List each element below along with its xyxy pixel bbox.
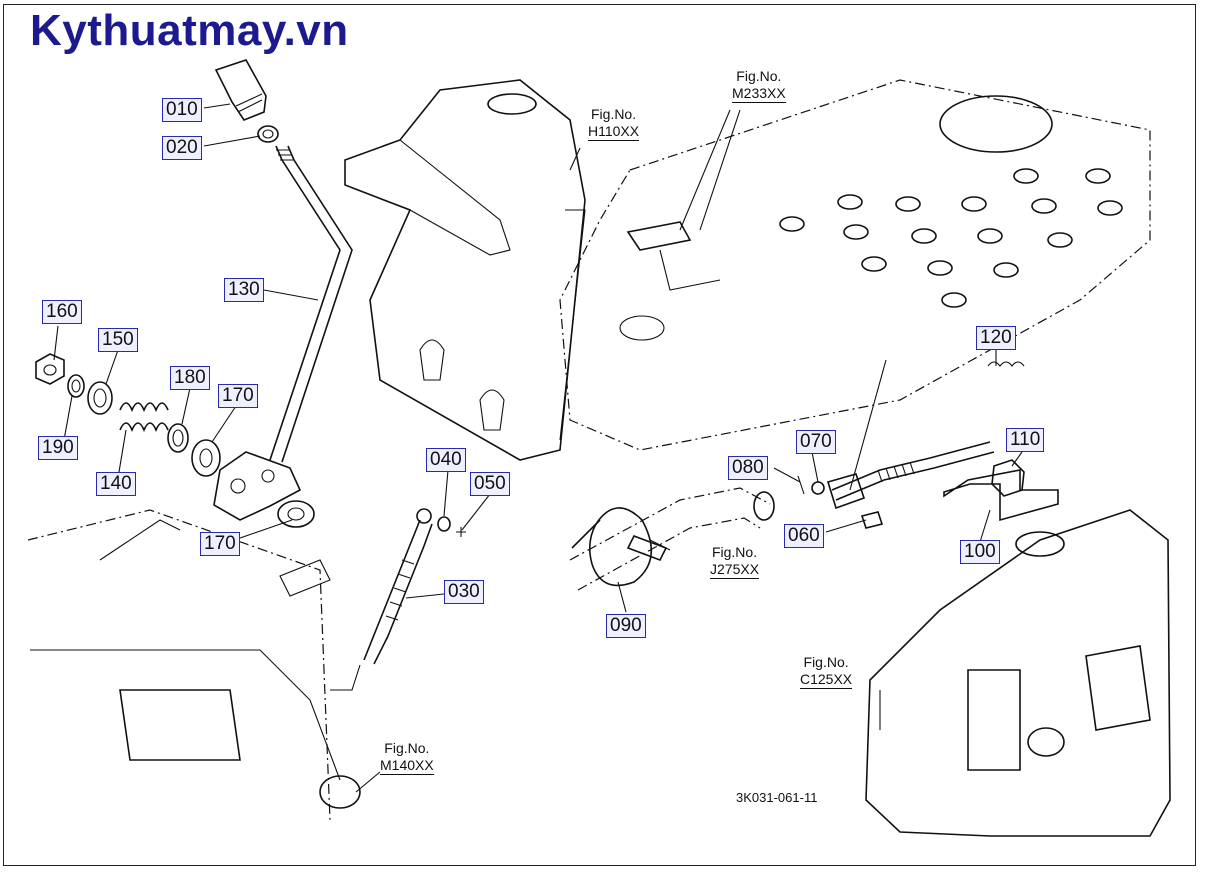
part-label-070[interactable]: 070 <box>796 430 836 454</box>
part-label-060[interactable]: 060 <box>784 524 824 548</box>
part-label-030[interactable]: 030 <box>444 580 484 604</box>
fig-ref-number: M233XX <box>732 85 786 103</box>
fig-ref-number: H110XX <box>588 123 640 141</box>
transmission-case <box>865 509 1171 837</box>
hose-clamp <box>571 507 668 587</box>
fig-ref-h110[interactable]: Fig.No. H110XX <box>588 106 640 141</box>
part-label-120[interactable]: 120 <box>976 326 1016 350</box>
shift-lever <box>213 145 353 521</box>
fig-ref-label: Fig.No. <box>736 68 782 84</box>
fig-ref-number: M140XX <box>380 757 434 775</box>
fig-ref-label: Fig.No. <box>803 654 849 670</box>
part-label-190[interactable]: 190 <box>38 436 78 460</box>
brand-logo: Kythuatmay.vn <box>30 6 349 55</box>
part-label-180[interactable]: 180 <box>170 366 210 390</box>
fig-ref-c125[interactable]: Fig.No. C125XX <box>800 654 853 689</box>
fig-ref-m140[interactable]: Fig.No. M140XX <box>380 740 434 775</box>
control-cable <box>330 508 466 691</box>
part-label-110[interactable]: 110 <box>1006 428 1045 452</box>
part-label-150[interactable]: 150 <box>98 328 138 352</box>
console-cover <box>344 79 586 461</box>
diagram-frame <box>3 4 1196 866</box>
part-label-020[interactable]: 020 <box>162 136 202 160</box>
part-label-160[interactable]: 160 <box>42 300 82 324</box>
part-label-090[interactable]: 090 <box>606 614 646 638</box>
fig-ref-label: Fig.No. <box>711 544 758 560</box>
clevis-rod <box>797 359 1025 529</box>
fig-ref-label: Fig.No. <box>590 106 637 122</box>
fig-ref-number: J275XX <box>710 561 760 579</box>
part-label-050[interactable]: 050 <box>470 472 510 496</box>
fig-ref-m233[interactable]: Fig.No. M233XX <box>732 68 786 103</box>
document-code: 3K031-061-11 <box>736 790 818 805</box>
lock-nut <box>257 125 279 143</box>
part-label-170-upper[interactable]: 170 <box>218 384 258 408</box>
part-label-130[interactable]: 130 <box>224 278 264 302</box>
part-label-170-lower[interactable]: 170 <box>200 532 240 556</box>
cable-bracket <box>943 459 1059 522</box>
part-label-140[interactable]: 140 <box>96 472 136 496</box>
part-label-040[interactable]: 040 <box>426 448 466 472</box>
left-frame <box>27 509 361 821</box>
fig-ref-label: Fig.No. <box>384 740 430 756</box>
part-label-080[interactable]: 080 <box>728 456 768 480</box>
spring-stack <box>35 353 315 528</box>
fig-ref-j275[interactable]: Fig.No. J275XX <box>710 544 760 579</box>
leader-lines <box>53 103 1023 793</box>
floor-platform <box>559 79 1151 451</box>
grommet-grid <box>779 168 1123 308</box>
fuel-pipe <box>569 487 775 591</box>
shift-knob <box>214 59 267 121</box>
part-label-010[interactable]: 010 <box>162 98 202 122</box>
fig-ref-number: C125XX <box>800 671 853 689</box>
part-label-100[interactable]: 100 <box>960 540 1000 564</box>
